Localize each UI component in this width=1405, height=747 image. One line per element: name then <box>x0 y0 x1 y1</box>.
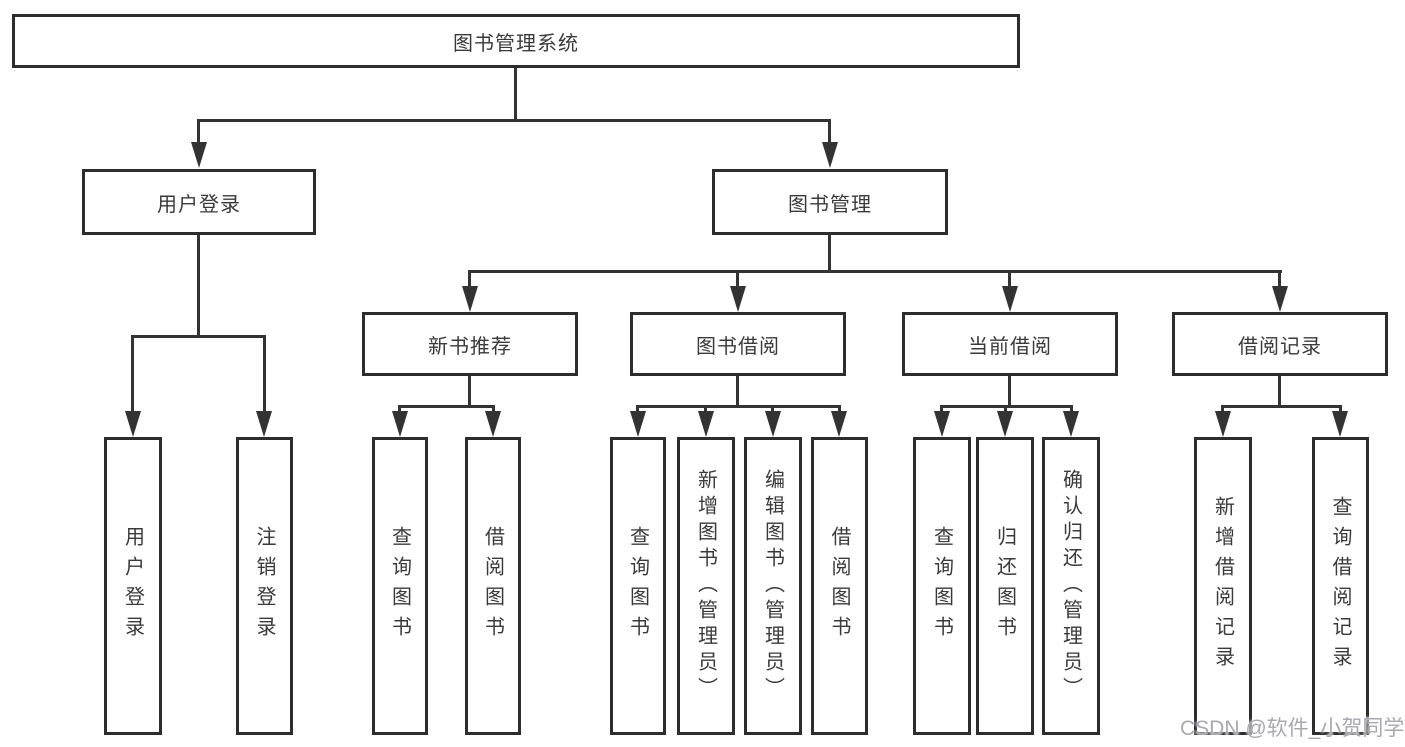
connector-level2-branch <box>197 119 831 122</box>
node-current-return-books: 归还图书 <box>976 437 1034 735</box>
node-new-book-recommend: 新书推荐 <box>362 312 578 376</box>
connector-current-return-shaft <box>1004 405 1007 413</box>
connector-current-confirm-shaft <box>1070 405 1073 413</box>
node-borrowing-borrow-books-label: 借阅图书 <box>828 526 850 646</box>
connector-records-add-shaft <box>1221 405 1224 413</box>
arrowhead-borrowing-edit-books <box>765 411 781 437</box>
connector-new-book-shaft <box>468 270 471 288</box>
connector-borrowing-records-stem <box>1278 375 1281 407</box>
node-records-query-record-label: 查询借阅记录 <box>1329 496 1351 676</box>
connector-book-borrowing-stem <box>736 375 739 407</box>
connector-user-login-branch <box>131 335 266 338</box>
node-borrowing-records-label: 借阅记录 <box>1238 335 1322 358</box>
node-user-login-leaf: 用户登录 <box>104 437 162 735</box>
node-book-management: 图书管理 <box>712 169 948 235</box>
node-borrowing-query-books: 查询图书 <box>610 437 666 735</box>
node-recommend-query-books-label: 查询图书 <box>388 526 411 646</box>
arrowhead-current-borrowing <box>1002 286 1018 312</box>
node-borrowing-edit-books-label: 编辑图书（管理员） <box>761 469 784 703</box>
node-root-library-system: 图书管理系统 <box>12 14 1020 68</box>
connector-recommend-query-shaft <box>398 405 401 413</box>
node-borrowing-edit-books: 编辑图书（管理员） <box>744 437 802 735</box>
node-records-add-record-label: 新增借阅记录 <box>1211 496 1234 676</box>
connector-borrowing-branch <box>636 405 841 408</box>
arrowhead-current-confirm-return <box>1063 411 1079 437</box>
node-book-management-label: 图书管理 <box>788 193 872 216</box>
connector-current-borrowing-stem <box>1008 375 1011 407</box>
node-user-login-label: 用户登录 <box>157 193 241 216</box>
arrowhead-user-login <box>191 142 207 168</box>
connector-records-branch <box>1221 405 1342 408</box>
connector-records-query-shaft <box>1339 405 1342 413</box>
node-current-confirm-return-label: 确认归还（管理员） <box>1059 469 1082 703</box>
node-borrowing-borrow-books: 借阅图书 <box>811 437 868 735</box>
connector-recommend-borrow-shaft <box>492 405 495 413</box>
node-current-query-books-label: 查询图书 <box>930 526 953 646</box>
arrowhead-book-borrowing <box>730 286 746 312</box>
arrowhead-book-management <box>822 142 838 168</box>
node-recommend-query-books: 查询图书 <box>372 437 428 735</box>
arrowhead-records-query-record <box>1332 411 1348 437</box>
node-user-login-leaf-label: 用户登录 <box>121 526 144 646</box>
node-root-label: 图书管理系统 <box>453 32 579 55</box>
connector-logout-shaft <box>263 335 266 411</box>
node-current-query-books: 查询图书 <box>913 437 971 735</box>
node-recommend-borrow-books-label: 借阅图书 <box>481 526 504 646</box>
connector-login-shaft <box>131 335 134 411</box>
node-borrowing-add-books-label: 新增图书（管理员） <box>694 469 717 703</box>
arrowhead-recommend-query-books <box>392 411 408 437</box>
connector-borrowing-records-shaft <box>1278 270 1281 288</box>
connector-book-management-shaft <box>828 119 831 145</box>
connector-new-book-stem <box>468 375 471 407</box>
arrowhead-borrowing-query-books <box>630 411 646 437</box>
connector-user-login-stem <box>197 234 200 337</box>
node-borrowing-records: 借阅记录 <box>1172 312 1388 376</box>
connector-borrowing-edit-shaft <box>771 405 774 413</box>
arrowhead-new-book-recommend <box>462 286 478 312</box>
node-logout: 注销登录 <box>236 437 293 735</box>
arrowhead-login <box>125 411 141 437</box>
connector-book-management-stem <box>828 235 831 272</box>
arrowhead-logout <box>256 411 272 437</box>
connector-recommend-branch <box>398 405 495 408</box>
node-borrowing-query-books-label: 查询图书 <box>626 526 649 646</box>
connector-root-stem <box>514 68 517 121</box>
connector-borrowing-query-shaft <box>636 405 639 413</box>
node-recommend-borrow-books: 借阅图书 <box>465 437 521 735</box>
connector-level3-branch <box>468 270 1282 273</box>
node-current-confirm-return: 确认归还（管理员） <box>1042 437 1100 735</box>
connector-current-borrowing-shaft <box>1008 270 1011 288</box>
connector-user-login-shaft <box>197 119 200 145</box>
node-user-login: 用户登录 <box>82 169 316 235</box>
node-current-borrowing: 当前借阅 <box>902 312 1118 376</box>
node-borrowing-add-books: 新增图书（管理员） <box>677 437 735 735</box>
node-current-return-books-label: 归还图书 <box>993 526 1016 646</box>
connector-current-query-shaft <box>940 405 943 413</box>
node-book-borrowing: 图书借阅 <box>630 312 846 376</box>
arrowhead-borrowing-borrow-books <box>831 411 847 437</box>
arrowhead-records-add-record <box>1215 411 1231 437</box>
node-new-book-recommend-label: 新书推荐 <box>428 335 512 358</box>
connector-book-borrowing-shaft <box>736 270 739 288</box>
node-current-borrowing-label: 当前借阅 <box>968 335 1052 358</box>
node-records-query-record: 查询借阅记录 <box>1312 437 1369 735</box>
arrowhead-recommend-borrow-books <box>485 411 501 437</box>
arrowhead-borrowing-records <box>1272 286 1288 312</box>
connector-borrowing-borrow-shaft <box>838 405 841 413</box>
node-book-borrowing-label: 图书借阅 <box>696 335 780 358</box>
arrowhead-current-return-books <box>997 411 1013 437</box>
arrowhead-borrowing-add-books <box>698 411 714 437</box>
node-logout-label: 注销登录 <box>253 526 275 646</box>
connector-borrowing-add-shaft <box>704 405 707 413</box>
arrowhead-current-query-books <box>934 411 950 437</box>
csdn-watermark: CSDN @软件_小贺同学 <box>1180 717 1405 740</box>
node-records-add-record: 新增借阅记录 <box>1194 437 1252 735</box>
